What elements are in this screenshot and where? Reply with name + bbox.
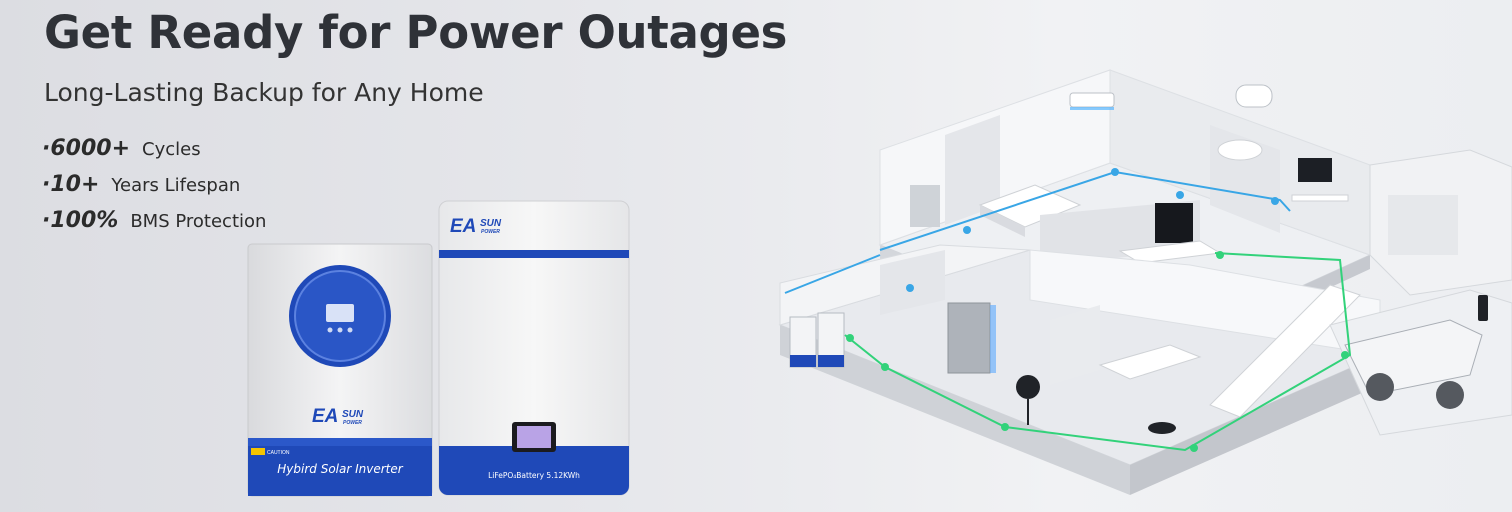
battery-label: LiFePO₄Battery 5.12KWh [488,471,580,480]
feature-value: ·100% [42,208,119,233]
subheadline: Long-Lasting Backup for Any Home [44,78,484,107]
inverter-logo-power: POWER [343,420,362,426]
battery-image: EA SUN POWER [438,200,630,496]
house-cutaway-illustration [778,69,1512,495]
inverter-logo-ea: EA [312,406,338,427]
feature-label: BMS Protection [130,211,267,232]
battery-logo-sun: SUN [480,218,502,229]
feature-bms: ·100% BMS Protection [42,208,266,244]
feature-label: Years Lifespan [111,175,241,196]
feature-list: ·6000+ Cycles ·10+ Years Lifespan ·100% … [42,136,266,244]
headline: Get Ready for Power Outages [44,6,788,59]
hybrid-inverter-image: CAUTION EA SUN POWER [247,243,433,497]
inverter-logo-sun: SUN [342,409,364,420]
battery-logo-ea: EA [450,216,476,237]
inverter-label: Hybird Solar Inverter [277,462,403,476]
feature-value: ·10+ [42,172,100,197]
caution-label: CAUTION [267,450,290,456]
feature-cycles: ·6000+ Cycles [42,136,266,172]
feature-value: ·6000+ [42,136,131,161]
feature-label: Cycles [142,139,201,160]
feature-lifespan: ·10+ Years Lifespan [42,172,266,208]
battery-logo-power: POWER [481,229,500,235]
